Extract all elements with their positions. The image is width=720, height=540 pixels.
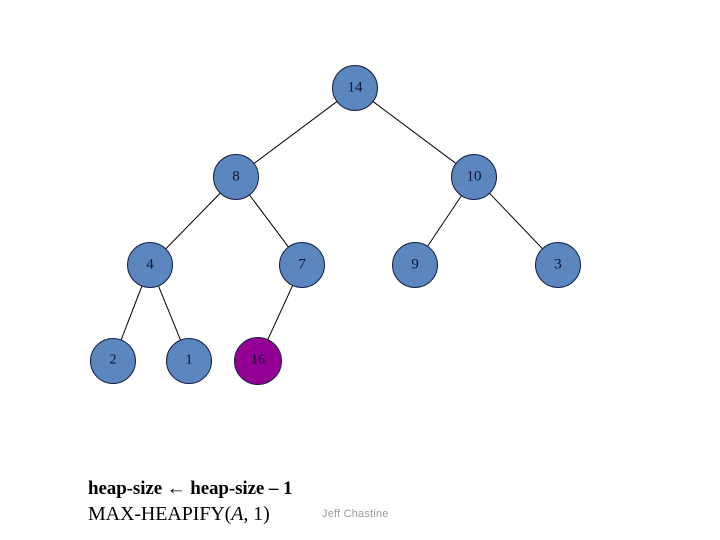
caption-line-heap-size: heap-size ← heap-size – 1: [88, 478, 293, 499]
tree-node-8[interactable]: 8: [213, 154, 259, 200]
tree-node-label: 4: [146, 256, 154, 272]
tree-edge: [165, 192, 221, 250]
tree-edge: [426, 194, 463, 248]
tree-edge: [157, 285, 182, 341]
tree-node-14[interactable]: 14: [332, 65, 378, 111]
tree-node-7[interactable]: 7: [279, 242, 325, 288]
tree-node-4[interactable]: 4: [127, 242, 173, 288]
tree-node-16[interactable]: 16: [234, 337, 282, 385]
tree-node-label: 2: [109, 352, 117, 368]
tree-node-label: 8: [232, 168, 240, 184]
tree-node-label: 10: [466, 168, 482, 184]
author-credit: Jeff Chastine: [322, 508, 389, 520]
tree-node-label: 9: [411, 256, 419, 272]
tree-edge: [372, 100, 457, 165]
caption-line-max-heapify: MAX-HEAPIFY(A, 1): [88, 503, 270, 526]
tree-node-label: 16: [251, 352, 265, 368]
caption-array-var: A: [231, 503, 244, 525]
tree-node-9[interactable]: 9: [392, 242, 438, 288]
tree-node-label: 1: [185, 352, 193, 368]
tree-edge: [267, 284, 294, 341]
caption-prefix: MAX-HEAPIFY(: [88, 503, 232, 525]
tree-node-1[interactable]: 1: [166, 338, 212, 384]
tree-node-label: 14: [347, 79, 363, 95]
tree-edge: [253, 100, 338, 165]
tree-node-label: 3: [554, 256, 562, 272]
tree-node-10[interactable]: 10: [451, 154, 497, 200]
caption-suffix: , 1): [243, 503, 270, 525]
tree-node-label: 7: [298, 256, 306, 272]
tree-node-2[interactable]: 2: [90, 338, 136, 384]
tree-edge: [248, 194, 290, 248]
tree-edge: [488, 192, 544, 250]
tree-node-3[interactable]: 3: [535, 242, 581, 288]
tree-edge: [120, 285, 143, 341]
